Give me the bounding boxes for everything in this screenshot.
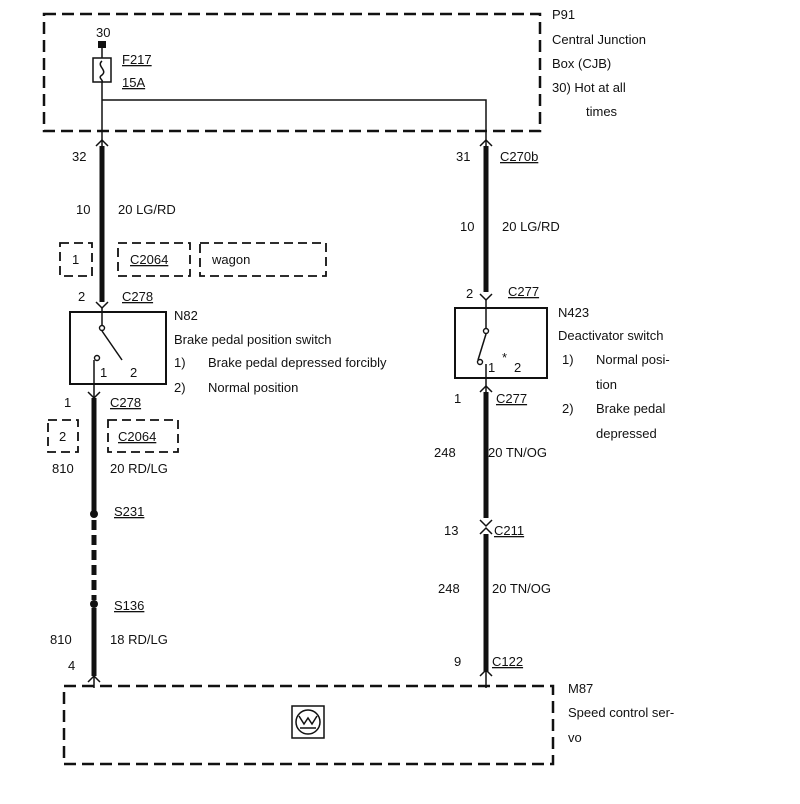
deactivator-note2-line2: depressed — [596, 426, 657, 441]
left-pin-switch-in: 2 — [78, 289, 85, 304]
central-junction-box — [42, 12, 542, 146]
right-wire-top: 20 LG/RD — [502, 219, 560, 234]
cjb-note-line2: times — [586, 104, 618, 119]
left-connector-switch-in: C278 — [122, 289, 153, 304]
splice-s136-dot — [90, 600, 98, 608]
deactivator-note1-line1: Normal posi- — [596, 352, 670, 367]
right-connector-inline: C211 — [494, 523, 524, 538]
cjb-note-line1: 30) Hot at all — [552, 80, 626, 95]
fuse-supply-terminal — [98, 41, 106, 48]
motor-icon — [291, 705, 325, 739]
fuse-rating-label: 15A — [122, 75, 145, 90]
right-pin-servo: 9 — [454, 654, 461, 669]
left-circuit — [47, 138, 327, 688]
brake-switch-term1: 1 — [100, 365, 107, 380]
splice-s231-label: S231 — [114, 504, 144, 519]
brake-switch-note1-num: 1) — [174, 355, 186, 370]
deactivator-switch-contact — [477, 333, 487, 361]
servo-name-line1: Speed control ser- — [568, 705, 674, 720]
right-circuit — [454, 138, 548, 688]
left-pin-servo: 4 — [68, 658, 75, 673]
brake-switch-contact — [101, 330, 123, 361]
optional-connector-c2064-2-label: C2064 — [118, 429, 156, 444]
splice-s136-label: S136 — [114, 598, 144, 613]
optional-pin-1-label: 1 — [72, 252, 79, 267]
brake-switch-note2-text: Normal position — [208, 380, 298, 395]
servo-ref: M87 — [568, 681, 593, 696]
left-pin-cjb: 32 — [72, 149, 86, 164]
deactivator-term1: 1 — [488, 360, 495, 375]
right-connector-servo: C122 — [492, 654, 523, 669]
left-circuit-bottom: 810 — [50, 632, 72, 647]
right-connector-switch-in: C277 — [508, 284, 539, 299]
brake-switch-box — [69, 311, 167, 385]
left-pin-switch-out: 1 — [64, 395, 71, 410]
left-circuit-mid: 810 — [52, 461, 74, 476]
optional-pin-2-box — [47, 419, 79, 453]
right-circuit-top: 10 — [460, 219, 474, 234]
deactivator-note2-num: 2) — [562, 401, 574, 416]
optional-pin-1-box — [59, 242, 93, 277]
right-pin-switch-out: 1 — [454, 391, 461, 406]
brake-switch-note1-text: Brake pedal depressed forcibly — [208, 355, 387, 370]
deactivator-note1-num: 1) — [562, 352, 574, 367]
left-wire-mid: 20 RD/LG — [110, 461, 168, 476]
splice-s231-dot — [90, 510, 98, 518]
right-pin-switch-in: 2 — [466, 286, 473, 301]
deactivator-ref: N423 — [558, 305, 589, 320]
right-circuit-bottom: 248 — [438, 581, 460, 596]
left-connector-switch-out: C278 — [110, 395, 141, 410]
right-circuit-mid: 248 — [434, 445, 456, 460]
deactivator-note1-line2: tion — [596, 377, 617, 392]
servo-name-line2: vo — [568, 730, 582, 745]
brake-switch-ref: N82 — [174, 308, 198, 323]
left-wire-top: 20 LG/RD — [118, 202, 176, 217]
cjb-ref-label: P91 — [552, 7, 575, 22]
deactivator-term2: 2 — [514, 360, 521, 375]
right-wire-mid: 20 TN/OG — [488, 445, 547, 460]
brake-switch-term2: 2 — [130, 365, 137, 380]
deactivator-note2-line1: Brake pedal — [596, 401, 665, 416]
deactivator-mark: * — [502, 350, 507, 365]
right-connector-cjb: C270b — [500, 149, 538, 164]
right-pin-cjb: 31 — [456, 149, 470, 164]
cjb-pin-30: 30 — [96, 25, 110, 40]
speed-control-servo — [62, 684, 555, 766]
right-pin-inline: 13 — [444, 523, 458, 538]
right-connector-switch-out: C277 — [496, 391, 527, 406]
cjb-name-line2: Box (CJB) — [552, 56, 611, 71]
left-wire-bottom: 18 RD/LG — [110, 632, 168, 647]
wagon-label-box — [199, 242, 327, 277]
brake-switch-name: Brake pedal position switch — [174, 332, 332, 347]
right-wire-bottom: 20 TN/OG — [492, 581, 551, 596]
fuse-id-label: F217 — [122, 52, 152, 67]
deactivator-switch-box — [454, 307, 548, 379]
optional-pin-2-label: 2 — [59, 429, 66, 444]
deactivator-name: Deactivator switch — [558, 328, 663, 343]
wagon-label: wagon — [211, 252, 250, 267]
optional-connector-c2064-label: C2064 — [130, 252, 168, 267]
left-circuit-top: 10 — [76, 202, 90, 217]
optional-connector-c2064-2-box — [107, 419, 179, 453]
brake-switch-note2-num: 2) — [174, 380, 186, 395]
cjb-name-line1: Central Junction — [552, 32, 646, 47]
optional-connector-c2064-box — [117, 242, 191, 277]
